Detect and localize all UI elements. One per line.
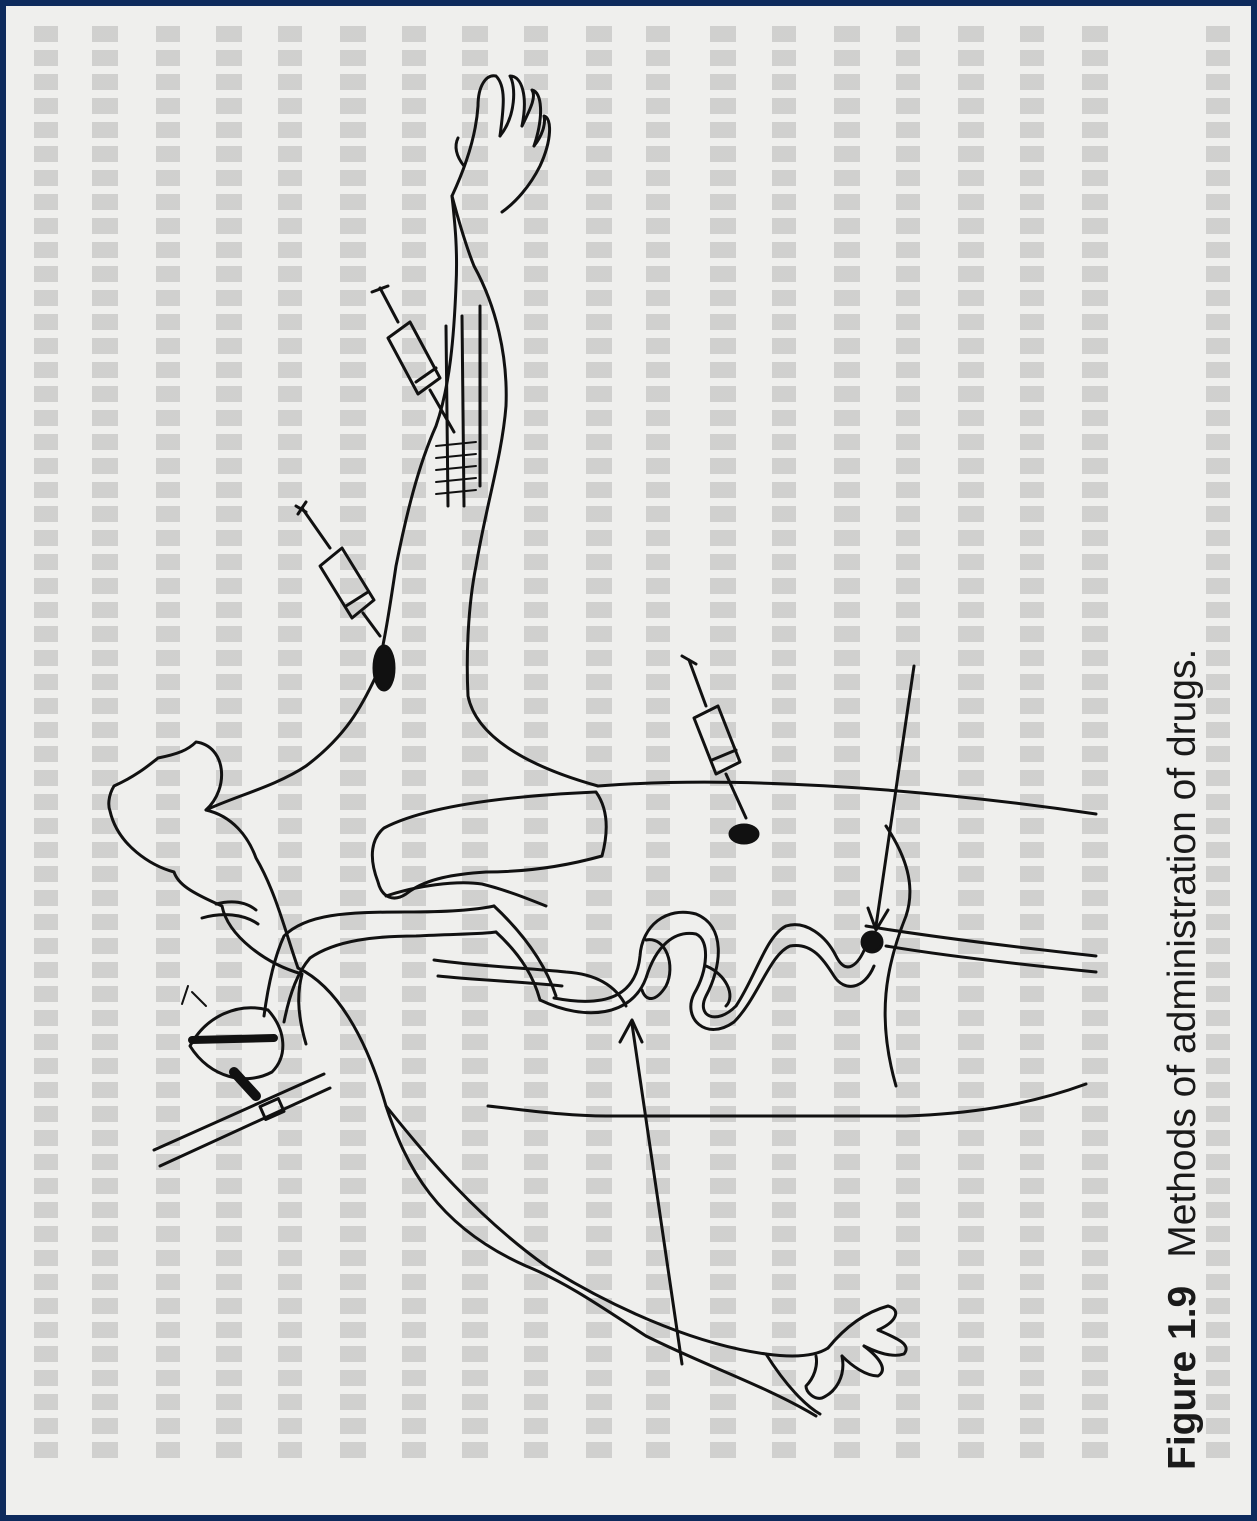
folded-arm	[372, 792, 606, 906]
rectal-route	[862, 666, 914, 952]
figure-caption-text: Methods of administration of drugs.	[1161, 649, 1204, 1258]
raised-arm	[376, 76, 598, 786]
head	[109, 742, 306, 1044]
scanned-page: Figure 1.9 Methods of administration of d…	[6, 6, 1251, 1515]
drug-administration-diagram	[6, 6, 1251, 1515]
figure-caption: Figure 1.9 Methods of administration of d…	[1159, 270, 1207, 1470]
lower-body	[866, 826, 1096, 1086]
figure-label: Figure 1.9	[1161, 1286, 1204, 1470]
intestines	[434, 906, 874, 1029]
body-outline	[206, 676, 1096, 1416]
lower-arm	[386, 1106, 906, 1414]
